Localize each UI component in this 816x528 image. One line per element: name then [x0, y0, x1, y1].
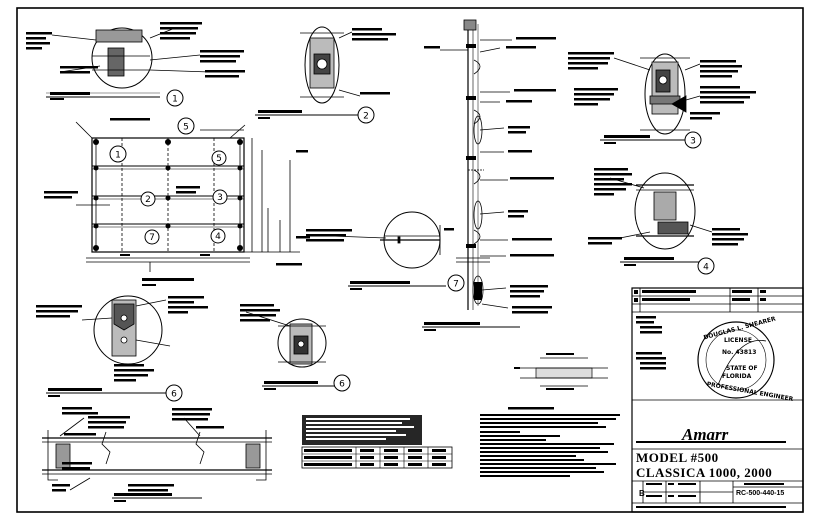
seal-line-4: STATE OF: [726, 365, 758, 372]
label-block-dim: [514, 353, 574, 390]
load-table: [301, 415, 453, 469]
drawing-number: RC-500-440-15: [736, 490, 785, 497]
detail-end-hinge: [600, 53, 701, 141]
label-block-strut: [306, 228, 454, 290]
seal-line-3: No. 43813: [722, 349, 756, 356]
callout-elev-3: 3: [217, 193, 223, 203]
label-block-3: [568, 52, 756, 144]
callout-7: 7: [453, 280, 459, 290]
label-block-track: [52, 407, 224, 502]
section-fasteners: [424, 37, 556, 331]
callout-elev-7: 7: [149, 233, 155, 243]
revision-letter: B: [639, 489, 645, 498]
product-name: CLASSICA 1000, 2000: [636, 465, 773, 480]
model-number: MODEL #500: [636, 450, 719, 465]
callout-2: 2: [363, 112, 369, 122]
general-notes: [480, 407, 620, 477]
seal-line-5: FLORIDA: [722, 373, 752, 380]
seal-icon: [697, 321, 775, 399]
sheet-border: [16, 7, 804, 513]
detail-stile-stiffener: [46, 295, 171, 394]
detail-view-strut: [331, 211, 446, 287]
callout-3: 3: [690, 137, 696, 147]
callout-6: 6: [339, 380, 345, 390]
section-a-a: [422, 19, 520, 328]
label-block-5: [36, 296, 208, 397]
detail-track-mounting: [42, 417, 272, 499]
callout-elev-1: 1: [115, 151, 121, 161]
callout-5: 5: [183, 123, 189, 133]
callout-stile-5: 6: [171, 390, 177, 400]
title-block-text-bars: [634, 290, 786, 508]
callout-bubbles: [109, 89, 715, 402]
detail-optional-end-hinge: [245, 311, 336, 387]
inside-elevation-fasteners: [44, 118, 310, 286]
title-block: [631, 287, 804, 513]
callout-elev-6: 5: [216, 154, 222, 164]
callout-4: 4: [703, 263, 709, 273]
seal-line-2: LICENSE: [724, 337, 752, 344]
callout-labels: 1 2 3 4 5 6 7 1 2 3 4 5 6 7: [115, 95, 709, 400]
logo-icon: Amarr: [682, 425, 729, 444]
label-block-2: [258, 28, 396, 119]
label-block-4: [588, 168, 748, 266]
label-block-1: [26, 22, 245, 100]
detail-bottom-bracket: [609, 172, 713, 263]
callout-1: 1: [172, 95, 178, 105]
label-block-6: [240, 304, 318, 390]
inside-elevation: [75, 121, 300, 272]
detail-dimension-strip: [520, 357, 608, 387]
callout-elev-4: 4: [215, 232, 221, 242]
detail-center-hinge: [255, 26, 362, 116]
callout-elev-2: 2: [145, 195, 151, 205]
